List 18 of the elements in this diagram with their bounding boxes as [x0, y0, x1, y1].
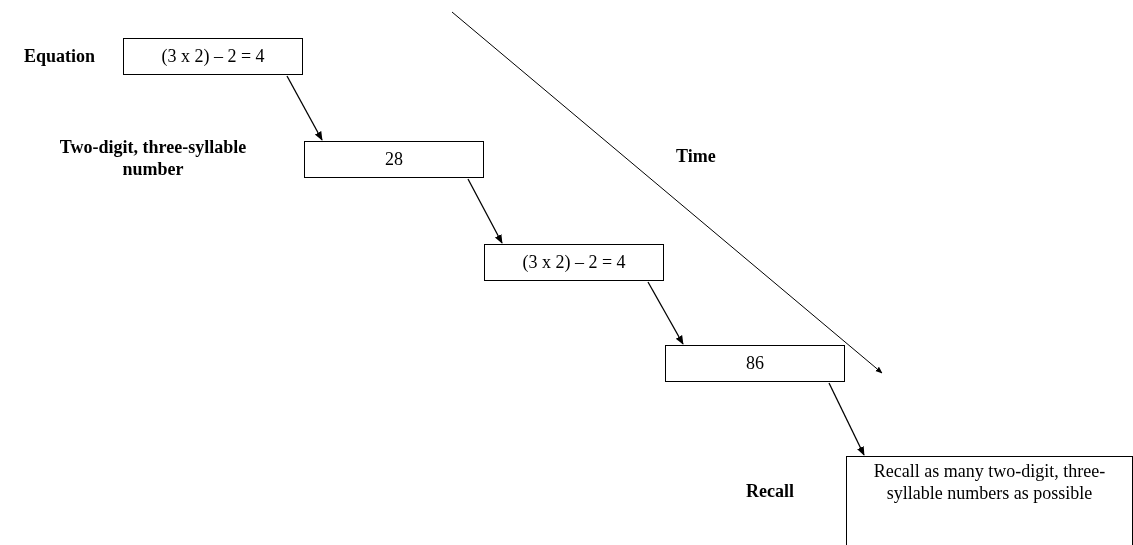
box-text: (3 x 2) – 2 = 4: [522, 251, 626, 274]
arrow: [286, 75, 323, 141]
process-box: [665, 345, 845, 382]
process-box: [304, 141, 484, 178]
arrow: [647, 281, 684, 345]
box-text: 86: [746, 352, 764, 375]
box-text: (3 x 2) – 2 = 4: [161, 45, 265, 68]
process-box: [484, 244, 664, 281]
process-box: [123, 38, 303, 75]
box-text: 28: [385, 148, 403, 171]
arrow: [467, 178, 503, 244]
box-text: Recall as many two-digit, three-syllable numbers as possible: [872, 461, 1107, 505]
process-box: [846, 456, 1133, 545]
axis-label: Time: [676, 146, 716, 167]
step-label: Two-digit, three-syllable number: [58, 137, 248, 181]
step-label: Equation: [22, 46, 96, 68]
step-label: Recall: [745, 481, 795, 503]
arrow: [828, 382, 865, 456]
